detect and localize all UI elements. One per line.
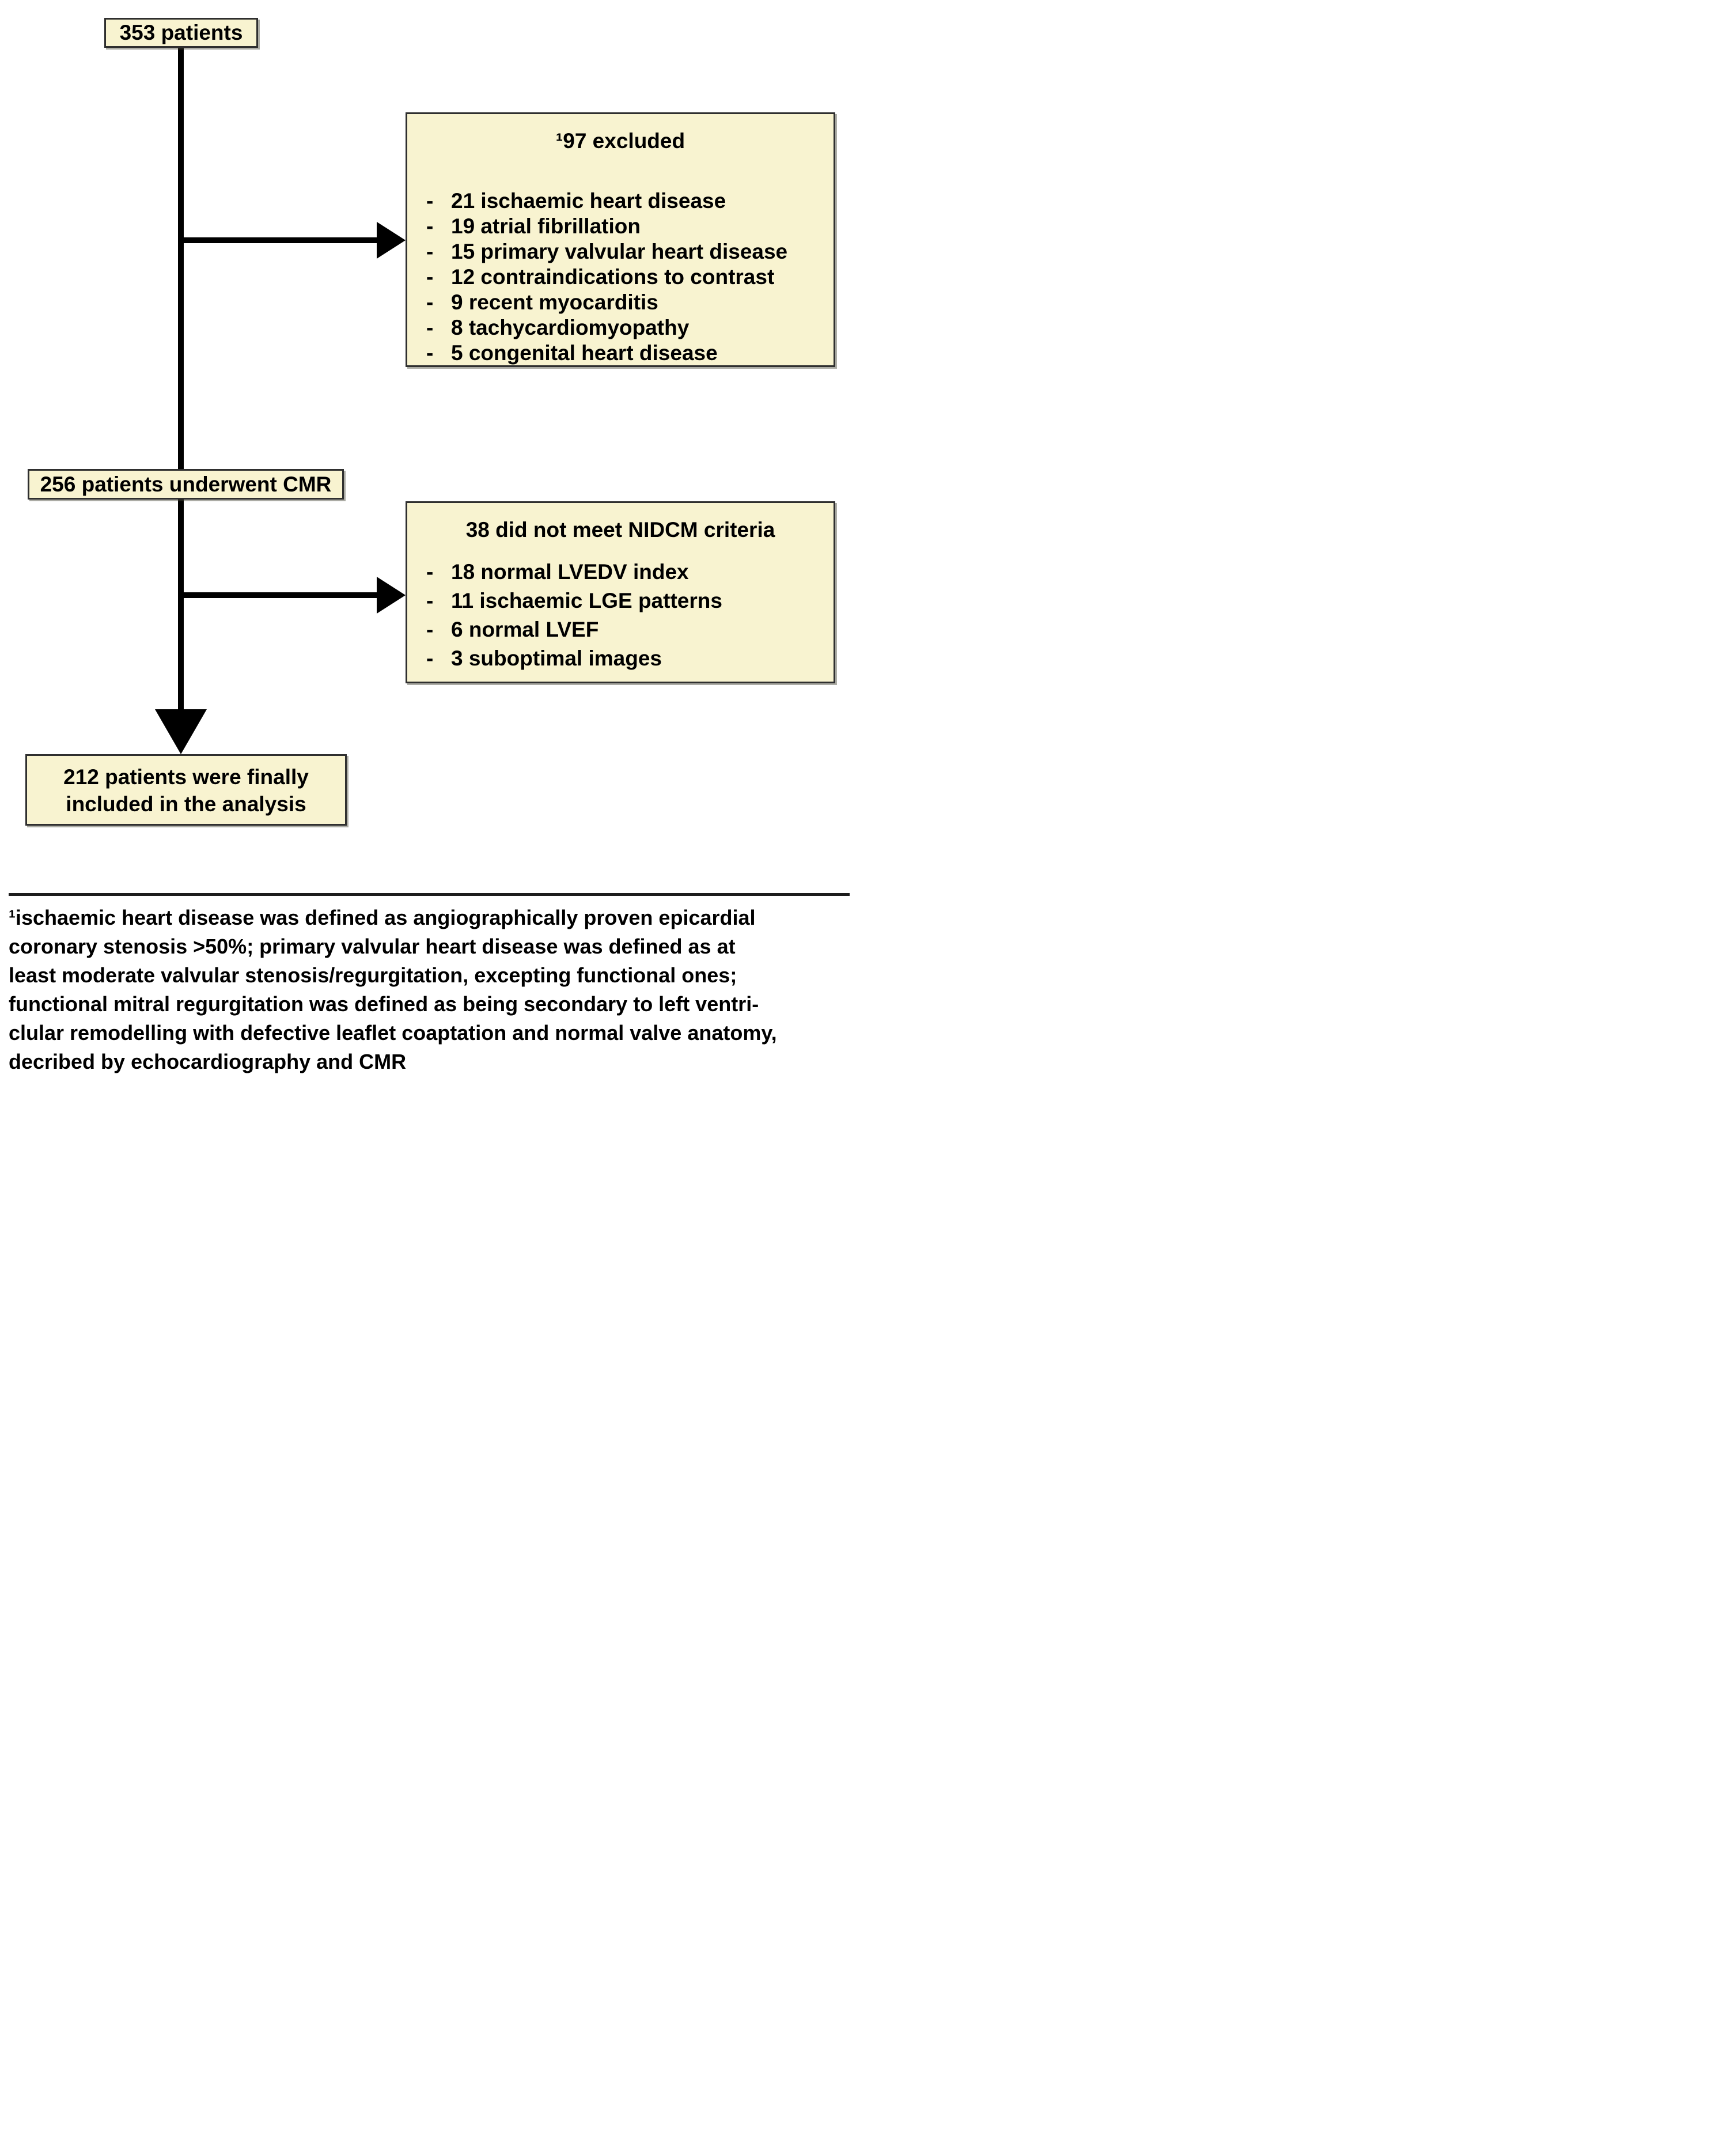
excluded-title: ¹97 excluded <box>555 129 685 153</box>
branch-arrow-2-line <box>181 592 377 598</box>
cmr-label: 256 patients underwent CMR <box>40 472 332 496</box>
item-text: 21 ischaemic heart disease <box>451 189 726 213</box>
start-box: 353 patients <box>104 18 258 48</box>
bullet-dash: - <box>426 316 434 339</box>
footnote-divider <box>9 893 850 896</box>
list-item: - 19 atrial fibrillation <box>426 214 834 239</box>
patient-flow-diagram: 353 patients ¹97 excluded - 21 ischaemic… <box>0 0 858 1078</box>
final-box: 212 patients were finally included in th… <box>25 754 347 826</box>
bullet-dash: - <box>426 560 434 584</box>
bullet-dash: - <box>426 646 434 670</box>
footnote: ¹ischaemic heart disease was defined as … <box>9 903 853 1076</box>
list-item: - 12 contraindications to contrast <box>426 264 834 290</box>
final-label-line2: included in the analysis <box>66 792 306 816</box>
nidcm-list: - 18 normal LVEDV index - 11 ischaemic L… <box>407 558 834 673</box>
item-text: 8 tachycardiomyopathy <box>451 316 690 339</box>
list-item: - 15 primary valvular heart disease <box>426 239 834 264</box>
excluded-list: - 21 ischaemic heart disease - 19 atrial… <box>407 188 834 366</box>
main-connector-line <box>178 47 184 709</box>
item-text: 11 ischaemic LGE patterns <box>451 589 722 612</box>
bullet-dash: - <box>426 240 434 263</box>
footnote-line: functional mitral regurgitation was defi… <box>9 992 759 1016</box>
list-item: - 5 congenital heart disease <box>426 341 834 366</box>
bullet-dash: - <box>426 341 434 365</box>
list-item: - 18 normal LVEDV index <box>426 558 834 587</box>
footnote-line: decribed by echocardiography and CMR <box>9 1050 407 1073</box>
bullet-dash: - <box>426 618 434 641</box>
list-item: - 9 recent myocarditis <box>426 290 834 315</box>
footnote-line: ¹ischaemic heart disease was defined as … <box>9 906 756 929</box>
item-text: 12 contraindications to contrast <box>451 265 775 289</box>
footnote-line: clular remodelling with defective leafle… <box>9 1021 777 1045</box>
item-text: 15 primary valvular heart disease <box>451 240 788 263</box>
item-text: 3 suboptimal images <box>451 646 662 670</box>
list-item: - 6 normal LVEF <box>426 615 834 644</box>
list-item: - 11 ischaemic LGE patterns <box>426 587 834 615</box>
list-item: - 8 tachycardiomyopathy <box>426 315 834 341</box>
excluded-box: ¹97 excluded - 21 ischaemic heart diseas… <box>406 112 835 367</box>
bullet-dash: - <box>426 214 434 238</box>
bullet-dash: - <box>426 589 434 612</box>
branch-arrow-1-head <box>377 222 406 259</box>
branch-arrow-2-head <box>377 577 406 614</box>
footnote-line: least moderate valvular stenosis/regurgi… <box>9 963 737 987</box>
start-label: 353 patients <box>119 21 243 44</box>
nidcm-title: 38 did not meet NIDCM criteria <box>465 518 775 542</box>
final-arrow-head <box>155 709 207 754</box>
item-text: 19 atrial fibrillation <box>451 214 641 238</box>
bullet-dash: - <box>426 189 434 213</box>
list-item: - 21 ischaemic heart disease <box>426 188 834 214</box>
item-text: 6 normal LVEF <box>451 618 599 641</box>
cmr-box: 256 patients underwent CMR <box>28 469 344 500</box>
footnote-line: coronary stenosis >50%; primary valvular… <box>9 935 736 958</box>
item-text: 18 normal LVEDV index <box>451 560 689 584</box>
nidcm-box: 38 did not meet NIDCM criteria - 18 norm… <box>406 501 835 683</box>
list-item: - 3 suboptimal images <box>426 644 834 673</box>
bullet-dash: - <box>426 265 434 289</box>
item-text: 9 recent myocarditis <box>451 290 658 314</box>
branch-arrow-1-line <box>181 237 377 243</box>
bullet-dash: - <box>426 290 434 314</box>
item-text: 5 congenital heart disease <box>451 341 718 365</box>
final-label-line1: 212 patients were finally <box>63 765 309 789</box>
